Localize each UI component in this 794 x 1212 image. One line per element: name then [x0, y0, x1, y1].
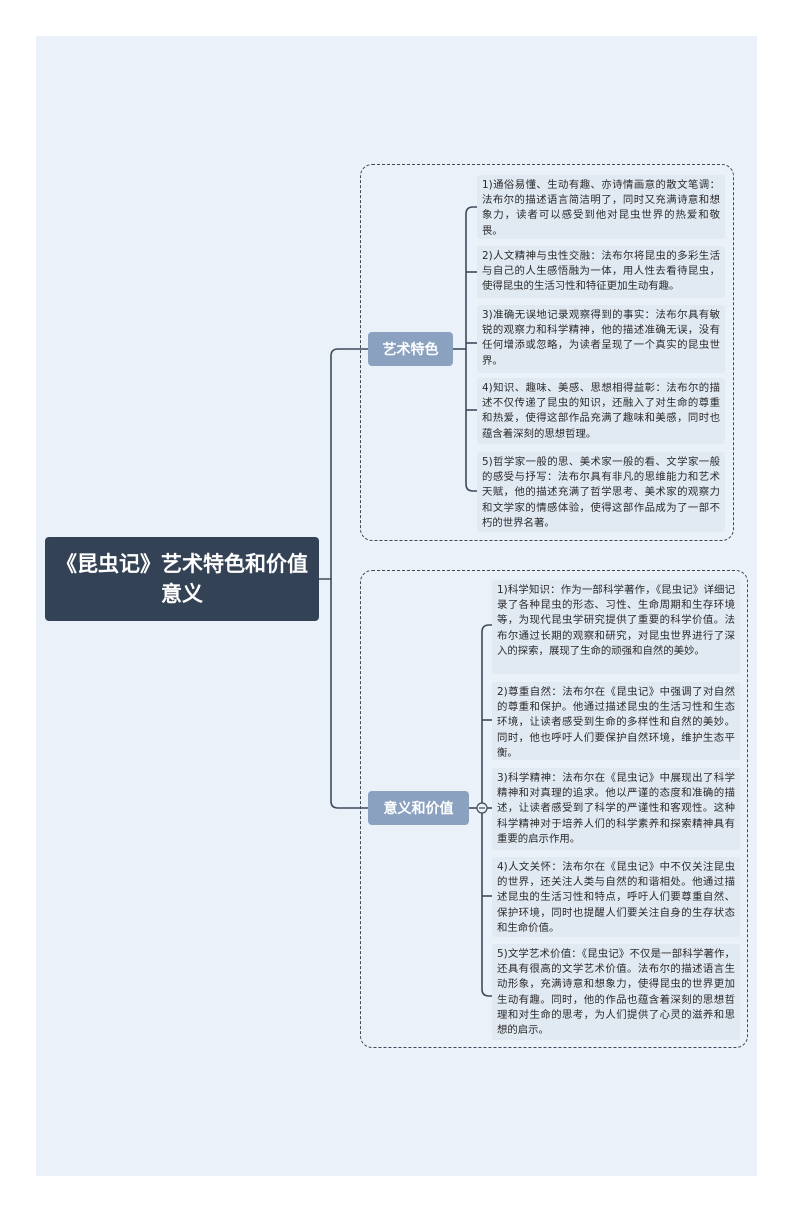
value-item-5[interactable]: 5)文学艺术价值：《昆虫记》不仅是一部科学著作，还具有很高的文学艺术价值。法布尔… [492, 944, 740, 1040]
art-feature-item-3[interactable]: 3)准确无误地记录观察得到的事实：法布尔具有敏锐的观察力和科学精神，他的描述准确… [477, 305, 725, 373]
value-item-1[interactable]: 1)科学知识：作为一部科学著作，《昆虫记》详细记录了各种昆虫的形态、习性、生命周… [492, 580, 740, 674]
branch-value-significance[interactable]: 意义和价值 [368, 791, 469, 825]
art-feature-item-2[interactable]: 2)人文精神与虫性交融：法布尔将昆虫的多彩生活与自己的人生感悟融为一体，用人性去… [477, 246, 725, 298]
value-item-4[interactable]: 4)人文关怀：法布尔在《昆虫记》中不仅关注昆虫的世界，还关注人类与自然的和谐相处… [492, 857, 740, 937]
branch-art-features[interactable]: 艺术特色 [368, 332, 453, 366]
art-feature-item-5[interactable]: 5)哲学家一般的思、美术家一般的看、文学家一般的感受与抒写：法布尔具有非凡的思维… [477, 452, 725, 532]
root-topic[interactable]: 《昆虫记》艺术特色和价值意义 [45, 537, 319, 621]
root-topic-label: 《昆虫记》艺术特色和价值意义 [56, 552, 308, 606]
branch-art-features-label: 艺术特色 [382, 342, 439, 358]
art-feature-item-1[interactable]: 1)通俗易懂、生动有趣、亦诗情画意的散文笔调：法布尔的描述语言简洁明了，同时又充… [477, 175, 725, 239]
art-feature-item-4[interactable]: 4)知识、趣味、美感、思想相得益彰：法布尔的描述不仅传递了昆虫的知识，还融入了对… [477, 378, 725, 444]
value-item-2[interactable]: 2)尊重自然：法布尔在《昆虫记》中强调了对自然的尊重和保护。他通过描述昆虫的生活… [492, 682, 740, 760]
value-item-3[interactable]: 3)科学精神：法布尔在《昆虫记》中展现出了科学精神和对真理的追求。他以严谨的态度… [492, 768, 740, 850]
art-features-group [360, 164, 734, 541]
value-significance-group [360, 570, 748, 1048]
branch-value-significance-label: 意义和价值 [383, 801, 454, 817]
